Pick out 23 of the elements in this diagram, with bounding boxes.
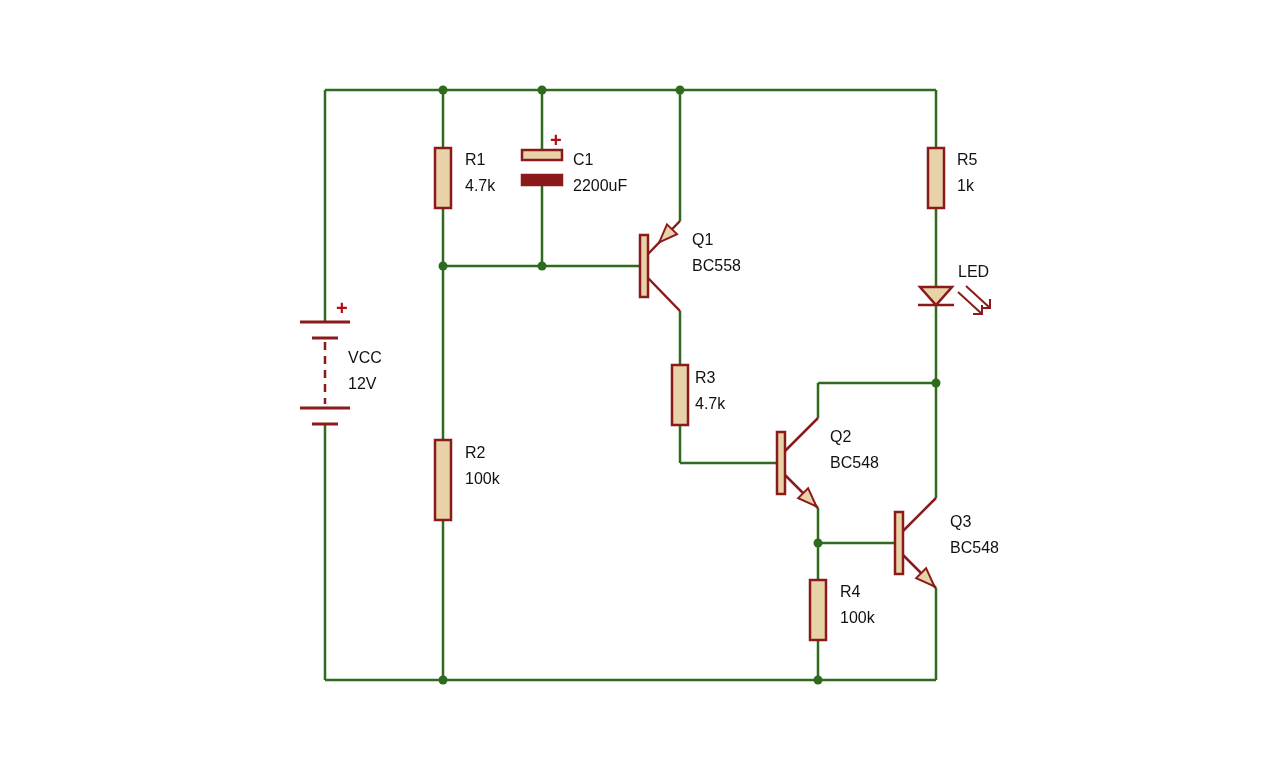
- component-value: 4.7k: [695, 396, 726, 412]
- component-value: BC548: [830, 455, 879, 471]
- component-name: R1: [465, 152, 486, 168]
- component-name: 1k: [957, 178, 974, 194]
- component-value: 4.7k: [465, 178, 496, 194]
- component-name: VCC: [348, 350, 382, 366]
- component-name: LED: [958, 264, 990, 280]
- component-name: BC558: [692, 258, 741, 274]
- component-value: 100k: [840, 610, 875, 626]
- component-name: Q3: [950, 514, 972, 530]
- component-value: Q1: [692, 232, 714, 248]
- component-value: C1: [573, 152, 594, 168]
- polarity-mark: +: [336, 298, 348, 318]
- component-name: R2: [465, 445, 486, 461]
- component-name: R4: [840, 584, 861, 600]
- component-value: BC548: [950, 540, 999, 556]
- component-value: 100k: [465, 471, 500, 487]
- component-name: 2200uF: [573, 178, 628, 194]
- polarity-mark: +: [550, 130, 562, 150]
- component-name: R3: [695, 370, 716, 386]
- component-name: Q2: [830, 429, 852, 445]
- component-value: R5: [957, 152, 978, 168]
- component-value: 12V: [348, 376, 377, 392]
